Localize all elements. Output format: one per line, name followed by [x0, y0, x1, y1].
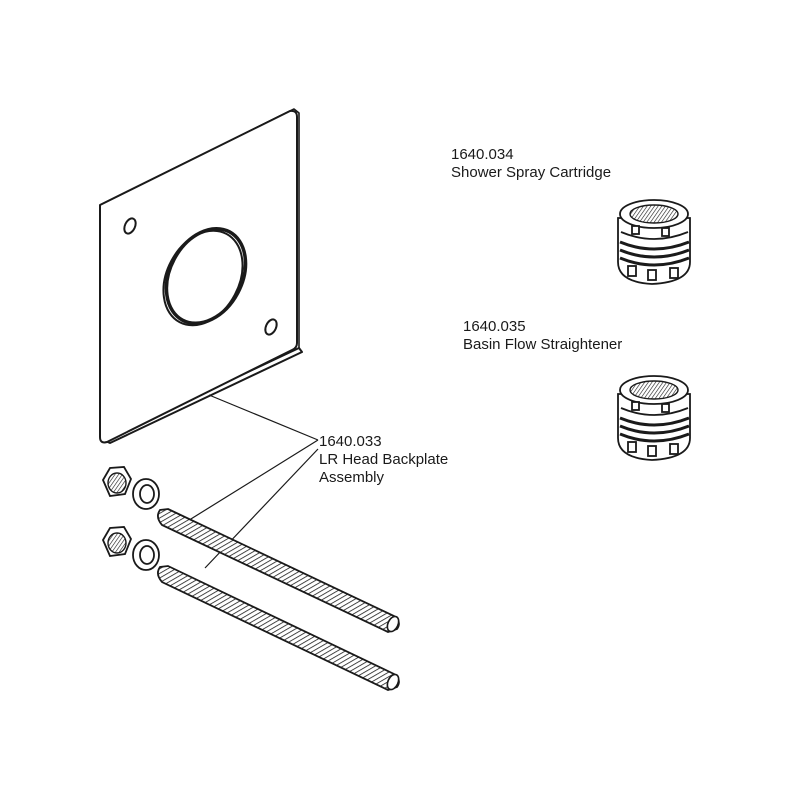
nut-bottom	[101, 526, 132, 557]
washer-top	[132, 478, 160, 510]
label-basin-flow-straightener: 1640.035 Basin Flow Straightener	[463, 318, 622, 354]
part-number: 1640.033	[319, 433, 382, 450]
part-name: Shower Spray Cartridge	[451, 164, 612, 181]
shower-spray-cartridge	[617, 199, 691, 285]
part-number: 1640.034	[451, 146, 514, 163]
threaded-rod-bottom	[157, 565, 400, 691]
part-name-line-1: LR Head Backplate	[319, 451, 449, 468]
backplate	[99, 108, 303, 444]
part-name-line-2: Assembly	[319, 469, 385, 486]
part-number: 1640.035	[463, 318, 526, 335]
label-shower-spray-cartridge: 1640.034 Shower Spray Cartridge	[451, 146, 611, 182]
nut-top	[101, 466, 132, 497]
washer-bottom	[132, 539, 160, 571]
part-name: Basin Flow Straightener	[463, 336, 623, 353]
basin-flow-straightener	[617, 375, 691, 461]
threaded-rod-top	[157, 508, 400, 633]
label-backplate-assembly: 1640.033 LR Head Backplate Assembly	[319, 433, 448, 487]
